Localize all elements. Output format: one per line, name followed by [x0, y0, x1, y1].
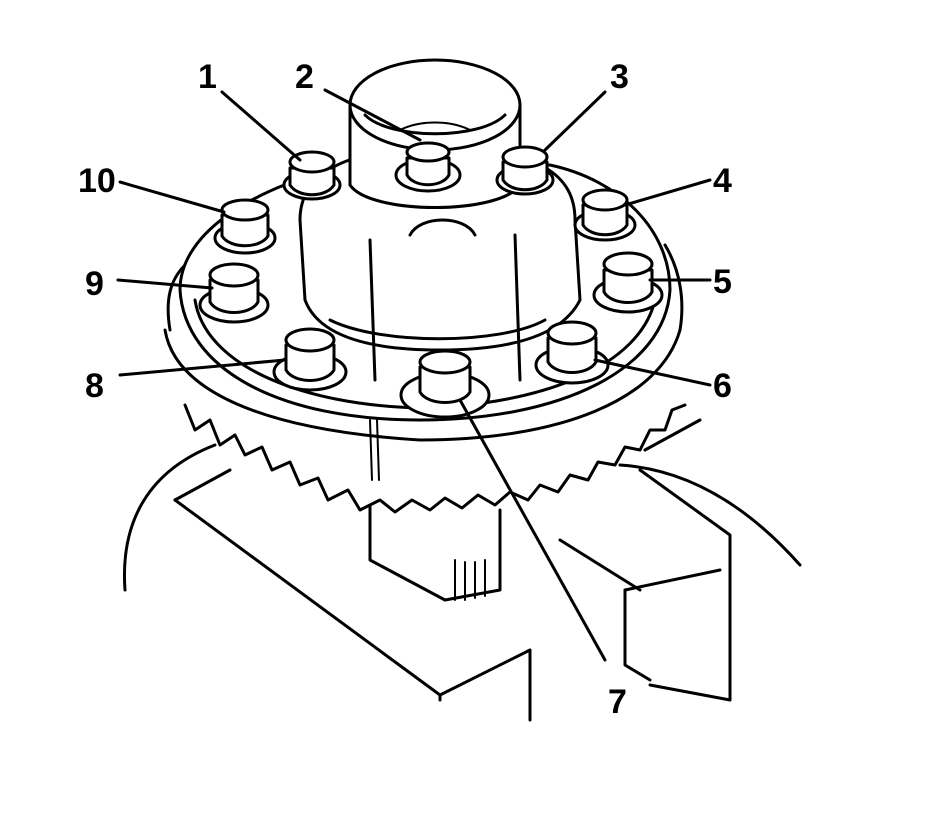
bolt-4	[573, 188, 637, 242]
bolt-2	[394, 141, 462, 193]
callout-8: 8	[85, 367, 104, 405]
callout-9: 9	[85, 265, 104, 303]
callout-10: 10	[78, 162, 116, 200]
callout-2: 2	[295, 58, 314, 96]
callout-6: 6	[713, 367, 732, 405]
bolt-9	[198, 262, 270, 324]
callout-1: 1	[198, 58, 217, 96]
bolt-3	[495, 145, 555, 196]
callout-7: 7	[608, 683, 627, 721]
bolt-1	[282, 150, 342, 201]
bolt-7	[399, 349, 491, 419]
splined-shaft	[368, 503, 502, 602]
callout-labels: 1 2 3 4 5 6 7 8 9 10	[78, 58, 732, 721]
callout-4: 4	[713, 162, 732, 200]
callout-5: 5	[713, 263, 732, 301]
bolt-8	[272, 327, 348, 392]
bolt-10	[213, 198, 277, 255]
callout-3: 3	[610, 58, 629, 96]
bolt-5	[592, 251, 664, 314]
bolt-6	[534, 320, 610, 385]
bolts	[198, 141, 664, 419]
leader-lines	[116, 88, 712, 662]
ring-gear	[163, 243, 687, 514]
vise-fixture	[122, 418, 802, 722]
